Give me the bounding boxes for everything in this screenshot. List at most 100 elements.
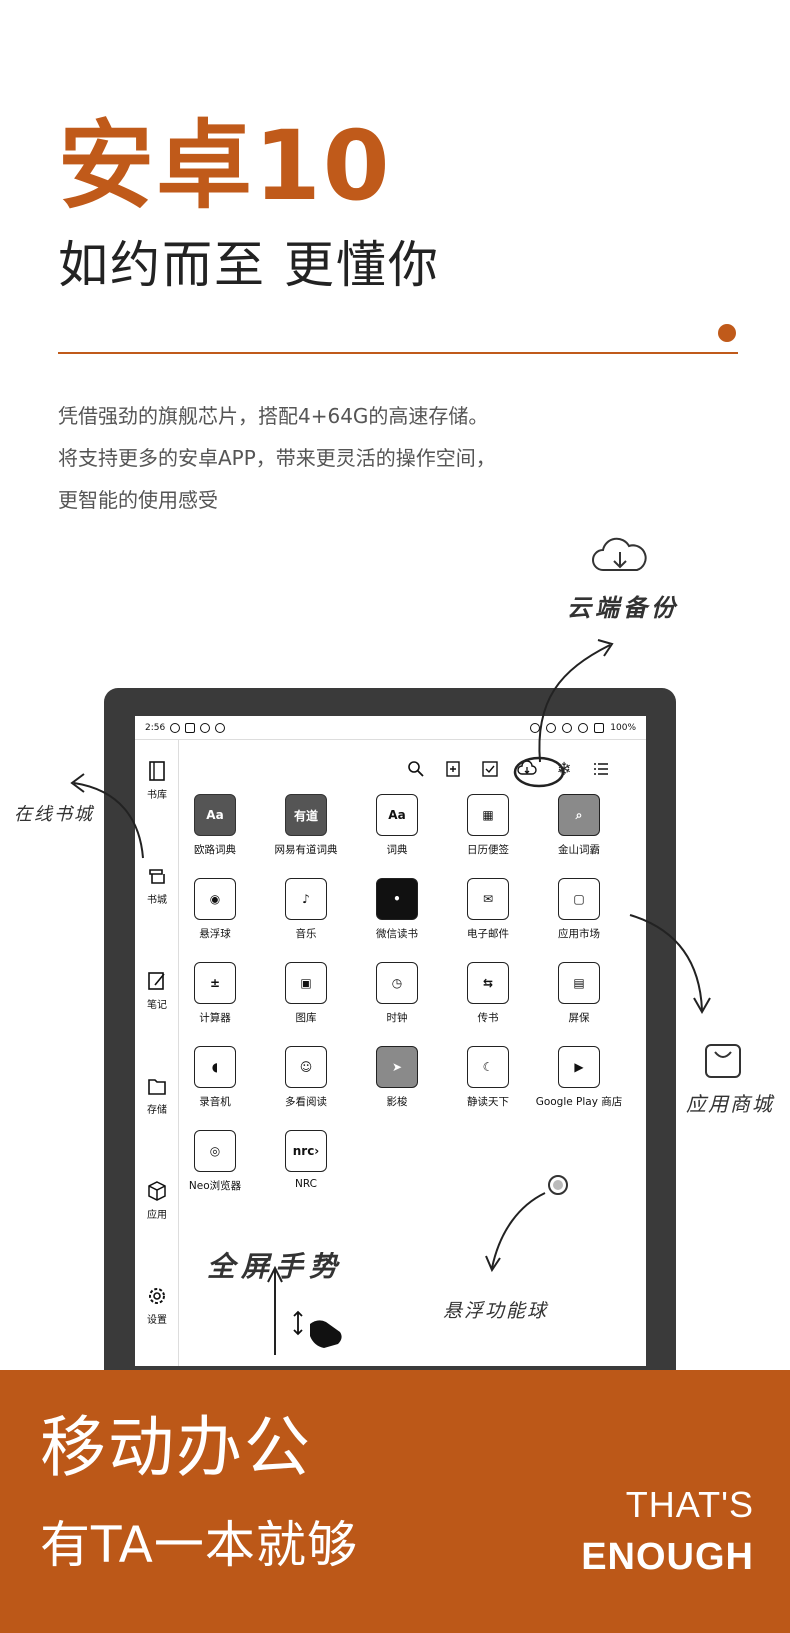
app-icon: ▢ xyxy=(558,878,600,920)
app-label: 金山词霸 xyxy=(558,844,600,856)
app-item[interactable]: ⌕ 金山词霸 xyxy=(531,794,627,857)
app-icon: ♪ xyxy=(285,878,327,920)
app-item[interactable]: ▦ 日历便签 xyxy=(440,794,536,857)
sidebar-item-notes[interactable]: 笔记 xyxy=(135,970,179,1011)
app-item[interactable]: ➤影梭 xyxy=(349,1046,445,1109)
app-label: 悬浮球 xyxy=(199,928,231,940)
wifi-icon[interactable] xyxy=(578,722,589,733)
arrow-appstore xyxy=(629,914,703,1011)
app-label: 传书 xyxy=(477,1012,499,1024)
search-icon[interactable] xyxy=(405,758,427,780)
app-icon: ◖ xyxy=(194,1046,236,1088)
cube-icon xyxy=(148,1181,166,1201)
app-label: 欧路词典 xyxy=(194,844,236,856)
app-item[interactable]: ◉ 悬浮球 xyxy=(167,878,263,941)
page-title: 安卓10 xyxy=(58,110,392,222)
checkbox-icon[interactable] xyxy=(479,758,501,780)
sidebar-item-storage[interactable]: 存储 xyxy=(135,1075,179,1116)
label-online-bookstore: 在线书城 xyxy=(14,804,94,825)
divider-line xyxy=(58,352,738,354)
app-icon: ◉ xyxy=(194,878,236,920)
app-label: 微信读书 xyxy=(376,928,418,940)
status-time: 2:56 xyxy=(145,722,166,733)
app-label: 网易有道词典 xyxy=(274,844,338,856)
description-line: 更智能的使用感受 xyxy=(58,488,218,512)
app-icon: ± xyxy=(194,962,236,1004)
sidebar-item-apps[interactable]: 应用 xyxy=(135,1180,179,1221)
sidebar-item-label: 应用 xyxy=(147,1210,167,1221)
banner-title: 移动办公 xyxy=(40,1409,312,1486)
app-item[interactable]: ◖录音机 xyxy=(167,1046,263,1109)
app-item[interactable]: ◎ Neo浏览器 xyxy=(167,1130,263,1193)
banner-en-line2: ENOUGH xyxy=(581,1536,754,1578)
shopping-bag-icon xyxy=(705,1044,741,1078)
description: 凭借强劲的旗舰芯片，搭配4+64G的高速存储。 将支持更多的安卓APP，带来更灵… xyxy=(58,395,496,521)
refresh-icon[interactable] xyxy=(546,722,557,733)
note-icon xyxy=(148,972,165,990)
app-item[interactable]: ✉ 电子邮件 xyxy=(440,878,536,941)
app-icon: ◷ xyxy=(376,962,418,1004)
arrow-floating xyxy=(491,1192,546,1269)
app-icon: ☾ xyxy=(467,1046,509,1088)
app-icon: ▶ xyxy=(558,1046,600,1088)
sidebar-item-label: 书库 xyxy=(147,790,167,801)
cloud-download-icon[interactable] xyxy=(516,758,538,780)
cloud-icon xyxy=(592,537,647,571)
app-label: Neo浏览器 xyxy=(188,1180,242,1192)
alarm-icon xyxy=(562,722,573,733)
sidebar-item-library[interactable]: 书库 xyxy=(135,760,179,801)
app-icon: ◎ xyxy=(194,1130,236,1172)
label-app-store: 应用商城 xyxy=(686,1092,774,1116)
app-label: 时钟 xyxy=(386,1012,408,1024)
app-icon: ▣ xyxy=(285,962,327,1004)
app-item[interactable]: 有道网易有道词典 xyxy=(258,794,354,857)
arrow-cloud xyxy=(538,644,611,763)
app-label: 图库 xyxy=(295,1012,317,1024)
app-item[interactable]: ☾静读天下 xyxy=(440,1046,536,1109)
sidebar-item-bookstore[interactable]: 书城 xyxy=(135,865,179,906)
sidebar-item-settings[interactable]: 设置 xyxy=(135,1285,179,1326)
device-screen: 2:56 100% 书库 书城 笔记 存储 xyxy=(135,716,646,1366)
app-icon: ☺ xyxy=(285,1046,327,1088)
app-label: Google Play 商店 xyxy=(535,1096,623,1108)
app-item[interactable]: ±计算器 xyxy=(167,962,263,1025)
list-icon[interactable] xyxy=(590,758,612,780)
light-icon[interactable] xyxy=(530,722,541,733)
app-item[interactable]: ⇆传书 xyxy=(440,962,536,1025)
banner-subtitle: 有TA一本就够 xyxy=(40,1516,358,1574)
highlight-circle xyxy=(513,756,565,788)
label-fullscreen-gesture: 全屏手势 xyxy=(207,1250,344,1283)
app-item[interactable]: •微信读书 xyxy=(349,878,445,941)
app-item[interactable]: ◷ 时钟 xyxy=(349,962,445,1025)
status-bar: 2:56 100% xyxy=(135,716,646,740)
sidebar: 书库 书城 笔记 存储 应用 设置 xyxy=(135,740,179,1366)
label-floating-ball: 悬浮功能球 xyxy=(443,1300,549,1322)
headphone-icon xyxy=(200,722,211,733)
app-label: 日历便签 xyxy=(467,844,509,856)
app-item[interactable]: ▶ Google Play 商店 xyxy=(531,1046,627,1109)
app-icon: ▤ xyxy=(558,962,600,1004)
app-item[interactable]: ▣ 图库 xyxy=(258,962,354,1025)
app-icon: ⌕ xyxy=(558,794,600,836)
app-label: 电子邮件 xyxy=(467,928,509,940)
sidebar-item-label: 存储 xyxy=(147,1105,167,1116)
bottom-banner xyxy=(0,1370,790,1633)
sidebar-item-label: 书城 xyxy=(147,895,167,906)
app-label: 屏保 xyxy=(568,1012,590,1024)
hand-swipe-icon xyxy=(293,1310,342,1348)
app-icon: ▦ xyxy=(467,794,509,836)
label-cloud-backup: 云端备份 xyxy=(567,593,679,622)
sidebar-item-label: 笔记 xyxy=(147,1000,167,1011)
app-label: 多看阅读 xyxy=(285,1096,327,1108)
app-label: 音乐 xyxy=(295,928,317,940)
app-item[interactable]: ☺ 多看阅读 xyxy=(258,1046,354,1109)
app-item[interactable]: ▤ 屏保 xyxy=(531,962,627,1025)
add-file-icon[interactable] xyxy=(442,758,464,780)
app-item[interactable]: ▢应用市场 xyxy=(531,878,627,941)
app-icon: ✉ xyxy=(467,878,509,920)
app-item[interactable]: nrc›NRC xyxy=(258,1130,354,1190)
app-item[interactable]: ♪ 音乐 xyxy=(258,878,354,941)
sidebar-item-label: 设置 xyxy=(147,1315,167,1326)
